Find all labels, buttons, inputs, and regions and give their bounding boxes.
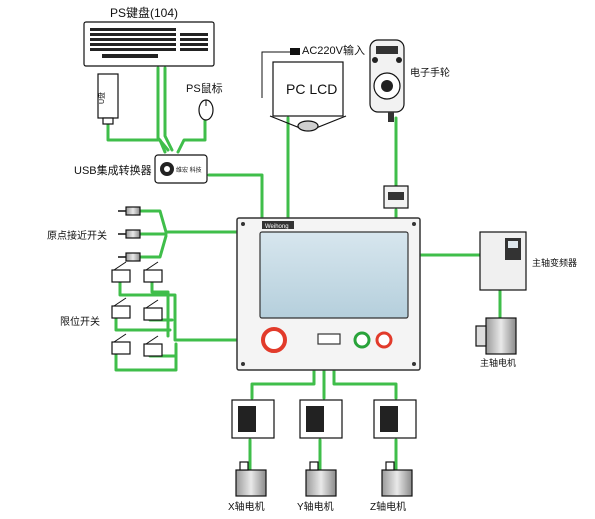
wire-usb-drive — [106, 116, 167, 154]
keyboard-label: PS键盘(104) — [110, 5, 178, 20]
y-drive — [299, 399, 343, 439]
wire-home-1 — [138, 209, 240, 234]
wiring — [106, 66, 502, 472]
limit-switch-label: 限位开关 — [60, 315, 100, 328]
converter-brand: 维宏 科技 — [176, 166, 202, 174]
y-motor-label: Y轴电机 — [297, 500, 334, 513]
controller — [236, 217, 421, 371]
usb-converter-label: USB集成转换器 — [74, 163, 152, 177]
x-motor-label: X轴电机 — [228, 500, 265, 513]
home-switches — [118, 206, 141, 262]
spindle-inverter — [479, 231, 527, 291]
z-drive — [373, 399, 417, 439]
y-motor — [305, 461, 337, 497]
wire-mouse — [176, 116, 207, 154]
x-motor — [235, 461, 267, 497]
spindle-motor — [475, 317, 517, 355]
home-switch-3 — [118, 252, 141, 262]
home-switch-label: 原点接近开关 — [47, 229, 107, 242]
labels: PS键盘(104) U盘 PS鼠标 USB集成转换器 维宏 科技 AC220V输… — [47, 5, 577, 513]
pc-lcd — [261, 48, 347, 132]
limit-switch — [111, 333, 131, 355]
home-switch-2 — [118, 229, 141, 239]
mouse — [198, 99, 214, 121]
usb-drive-label: U盘 — [97, 92, 106, 104]
keyboard-keys — [90, 28, 208, 58]
limit-switches — [111, 261, 163, 357]
controller-brand: Weihong — [265, 224, 289, 230]
wire-keyboard — [156, 66, 170, 152]
limit-switch — [143, 299, 163, 321]
limit-switch — [111, 261, 131, 283]
mouse-label: PS鼠标 — [186, 81, 223, 95]
keyboard — [83, 21, 215, 67]
handwheel-label: 电子手轮 — [410, 66, 450, 79]
z-motor-label: Z轴电机 — [370, 500, 406, 513]
usb-drive — [97, 73, 119, 125]
wire-z-drive — [332, 368, 398, 400]
x-drive — [231, 399, 275, 439]
wire-limit-a — [118, 280, 240, 342]
wire-converter-controller — [207, 173, 264, 219]
usb-converter — [154, 154, 208, 184]
wire-limit-b — [150, 280, 170, 338]
z-motor — [381, 461, 413, 497]
wire-x-drive — [250, 368, 316, 400]
home-switch-1 — [118, 206, 141, 216]
wire-keyboard-2 — [163, 66, 174, 152]
limit-switch — [143, 335, 163, 357]
handwheel — [369, 39, 405, 122]
limit-switch — [111, 297, 131, 319]
handwheel-connector — [383, 185, 409, 209]
spindle-motor-label: 主轴电机 — [480, 357, 516, 368]
spindle-inverter-label: 主轴变频器 — [532, 257, 577, 268]
wire-home-3 — [138, 234, 168, 259]
limit-switch — [143, 261, 163, 283]
wire-limit-c — [114, 316, 172, 332]
ac-input-label: AC220V输入 — [302, 43, 365, 57]
pc-lcd-label: PC LCD — [286, 81, 337, 97]
